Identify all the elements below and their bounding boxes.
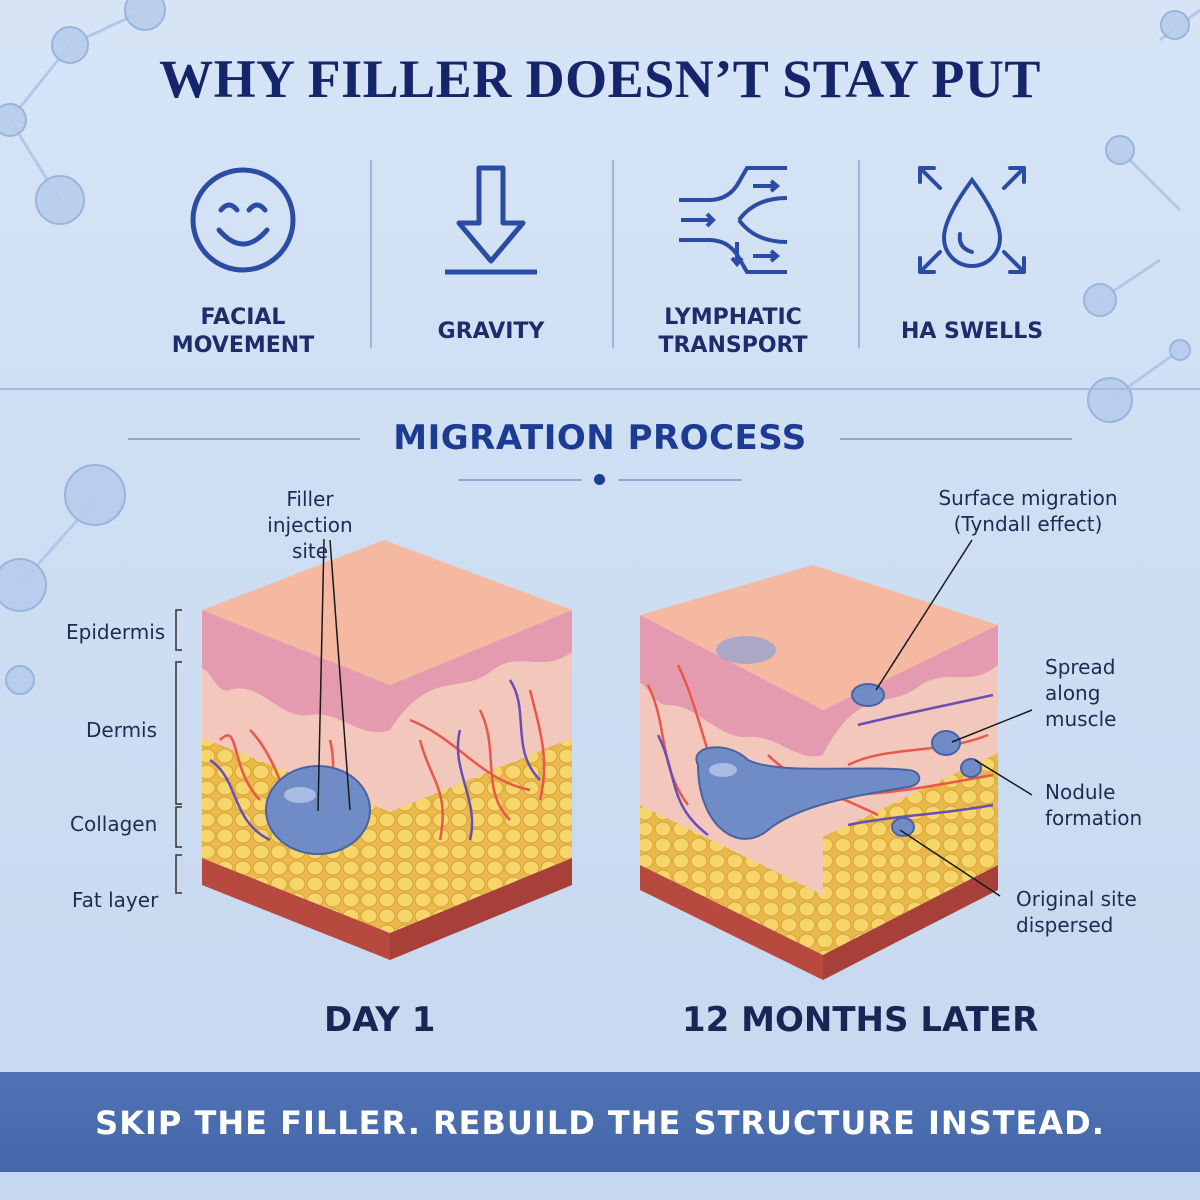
cause-facial-movement: FACIAL MOVEMENT bbox=[113, 160, 373, 362]
day1-skin-cross-section bbox=[202, 540, 572, 960]
process-title: MIGRATION PROCESS bbox=[393, 418, 807, 458]
heading-rule-left bbox=[128, 438, 360, 440]
cause-label: GRAVITY bbox=[437, 319, 545, 344]
label-epidermis: Epidermis bbox=[66, 620, 166, 644]
layer-brackets bbox=[175, 609, 182, 894]
label-nodule-formation: Nodule formation bbox=[1045, 780, 1143, 830]
heading-underline-left bbox=[458, 479, 582, 481]
label-dermis: Dermis bbox=[86, 718, 158, 742]
heading-underline-right bbox=[618, 479, 742, 481]
water-drop-expand-icon bbox=[918, 166, 1026, 274]
cause-ha-swells: HA SWELLS bbox=[842, 160, 1102, 362]
label-filler-injection-site: Filler injection site bbox=[267, 487, 353, 563]
caption-day-1: DAY 1 bbox=[324, 1000, 436, 1040]
down-arrow-icon bbox=[445, 165, 537, 275]
injection-site-pointer bbox=[317, 538, 325, 812]
cause-label: LYMPHATIC TRANSPORT bbox=[658, 305, 808, 358]
page-title: WHY FILLER DOESN’T STAY PUT bbox=[159, 49, 1041, 109]
heading-dot bbox=[594, 474, 605, 485]
heading-rule-right bbox=[840, 438, 1072, 440]
later-callout-pointers bbox=[875, 539, 1033, 897]
divider bbox=[858, 160, 860, 348]
divider bbox=[612, 160, 614, 348]
label-original-site-dispersed: Original site dispersed bbox=[1016, 887, 1137, 937]
cause-gravity: GRAVITY bbox=[361, 160, 621, 362]
caption-12-months-later: 12 MONTHS LATER bbox=[682, 1000, 1039, 1040]
cause-label: FACIAL MOVEMENT bbox=[171, 305, 315, 358]
label-spread-along-muscle: Spread along muscle bbox=[1045, 655, 1117, 731]
later-skin-cross-section bbox=[640, 565, 998, 980]
smiley-face-icon bbox=[190, 167, 296, 273]
label-fat-layer: Fat layer bbox=[72, 888, 159, 912]
banner-text: SKIP THE FILLER. REBUILD THE STRUCTURE I… bbox=[95, 1104, 1105, 1142]
section-separator bbox=[0, 388, 1200, 390]
label-surface-migration: Surface migration (Tyndall effect) bbox=[938, 486, 1118, 536]
bottom-banner bbox=[0, 1072, 1200, 1172]
lymph-flow-icon bbox=[679, 166, 788, 274]
label-collagen: Collagen bbox=[70, 812, 158, 836]
divider bbox=[370, 160, 372, 348]
cause-label: HA SWELLS bbox=[900, 319, 1044, 344]
cause-lymphatic-transport: LYMPHATIC TRANSPORT bbox=[603, 160, 863, 362]
